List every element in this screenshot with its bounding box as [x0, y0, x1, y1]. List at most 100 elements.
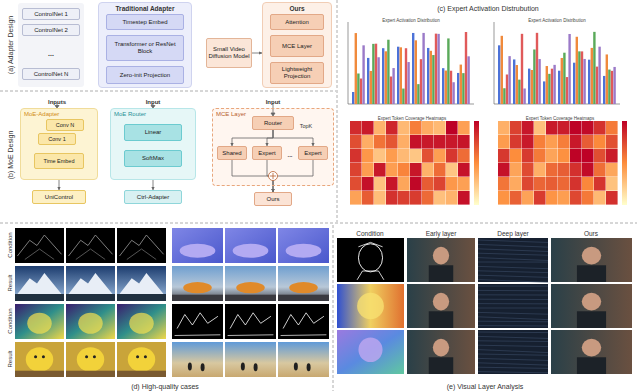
bar — [465, 32, 467, 104]
caption-label: Expert Activation Distribution — [382, 18, 439, 23]
bar — [523, 88, 525, 104]
panel-heading: MoE-Adapter — [21, 109, 97, 120]
heat-cell — [398, 121, 410, 135]
image-area — [225, 304, 276, 339]
heat-cell — [594, 121, 606, 135]
image-frame — [278, 228, 329, 263]
process-box: ControlNet 1 — [22, 8, 80, 20]
image-frame — [407, 284, 475, 328]
label-wrap: (c) Expert Activation Distrubution — [437, 0, 539, 15]
image-area — [172, 342, 223, 377]
caption-label: Result — [7, 274, 13, 291]
image-area — [15, 228, 64, 263]
image-area — [551, 330, 632, 374]
image-stroke — [478, 336, 548, 338]
image-area — [407, 238, 475, 282]
heat-cell — [534, 177, 546, 191]
heat-cell — [434, 149, 446, 163]
bar — [462, 73, 464, 104]
image-stroke — [25, 249, 54, 260]
label-wrap: Early layer — [426, 222, 457, 240]
image-stroke — [478, 280, 548, 283]
process-box: Conv 1 — [38, 133, 76, 145]
label-wrap: (e) Visual Layer Analysis — [447, 375, 524, 391]
image-area — [66, 266, 115, 301]
image-area — [278, 228, 329, 263]
process-box: Attention — [270, 14, 324, 30]
image-shape — [128, 347, 155, 372]
heat-cell — [534, 135, 546, 149]
heat-cell — [594, 149, 606, 163]
process-box: ControlNet 2 — [22, 24, 80, 36]
label-wrap: ... — [48, 42, 54, 60]
heat-cell — [498, 121, 510, 135]
caption-label: Condition — [356, 230, 383, 237]
image-shape — [69, 273, 113, 294]
label-wrap: Condition — [356, 222, 383, 240]
heat-cell — [546, 121, 558, 135]
label-wrap: TopK — [300, 114, 313, 132]
caption-label: (b) MoE Design — [7, 131, 14, 180]
heat-cell — [558, 149, 570, 163]
bar — [397, 47, 399, 104]
image-frame — [551, 330, 632, 374]
heat-cell — [522, 163, 534, 177]
caption-label: Ours — [584, 230, 598, 237]
process-box: Timestep Embed — [106, 14, 184, 30]
heat-cell — [594, 191, 606, 205]
image-area — [478, 284, 548, 328]
image-stroke — [17, 235, 61, 256]
heat-cell — [594, 135, 606, 149]
image-shape — [433, 339, 449, 357]
heat-cell — [434, 177, 446, 191]
image-shape — [188, 363, 192, 371]
image-stroke — [127, 249, 156, 260]
heat-cell — [434, 121, 446, 135]
heat-cell — [398, 149, 410, 163]
image-stroke — [478, 340, 548, 342]
box-label: Conv 1 — [47, 136, 66, 142]
bar — [581, 51, 583, 104]
heat-cell — [522, 121, 534, 135]
process-box: Zero-init Projection — [106, 66, 184, 84]
image-area — [117, 371, 166, 377]
box-label: Transformer or ResNet Block — [107, 41, 183, 54]
heat-cell — [546, 163, 558, 177]
image-stroke — [478, 271, 548, 273]
image-stroke — [478, 325, 548, 326]
group-panel: OursAttentionMCE LayerLightweight Projec… — [262, 2, 332, 88]
heat-cell — [558, 135, 570, 149]
image-frame — [551, 284, 632, 328]
heat-cell — [522, 135, 534, 149]
image-stroke — [120, 235, 164, 256]
heat-cell — [582, 177, 594, 191]
bar — [566, 77, 568, 104]
image-frame — [117, 304, 166, 339]
heat-cell — [422, 149, 434, 163]
connector — [252, 53, 262, 54]
heat-cell — [374, 177, 386, 191]
image-shape — [358, 337, 382, 362]
box-label: Ours — [265, 196, 280, 203]
heat-cell — [458, 163, 470, 177]
heat-cell — [446, 191, 458, 205]
box-label: Linear — [144, 129, 163, 136]
heat-cell — [606, 177, 618, 191]
image-area — [66, 342, 115, 377]
image-area — [117, 294, 166, 301]
process-box: Expert — [252, 146, 282, 160]
heat-cell — [582, 149, 594, 163]
image-frame — [278, 304, 329, 339]
image-area — [225, 228, 276, 263]
heat-cell — [570, 191, 582, 205]
label-wrap: Deep layer — [497, 222, 528, 240]
image-stroke — [230, 313, 271, 329]
box-label: Timestep Embed — [121, 19, 168, 26]
bar — [561, 58, 563, 104]
bar — [432, 55, 434, 104]
image-shape — [180, 244, 216, 258]
image-area — [117, 266, 166, 301]
image-area — [429, 265, 453, 282]
heat-cell — [362, 149, 374, 163]
